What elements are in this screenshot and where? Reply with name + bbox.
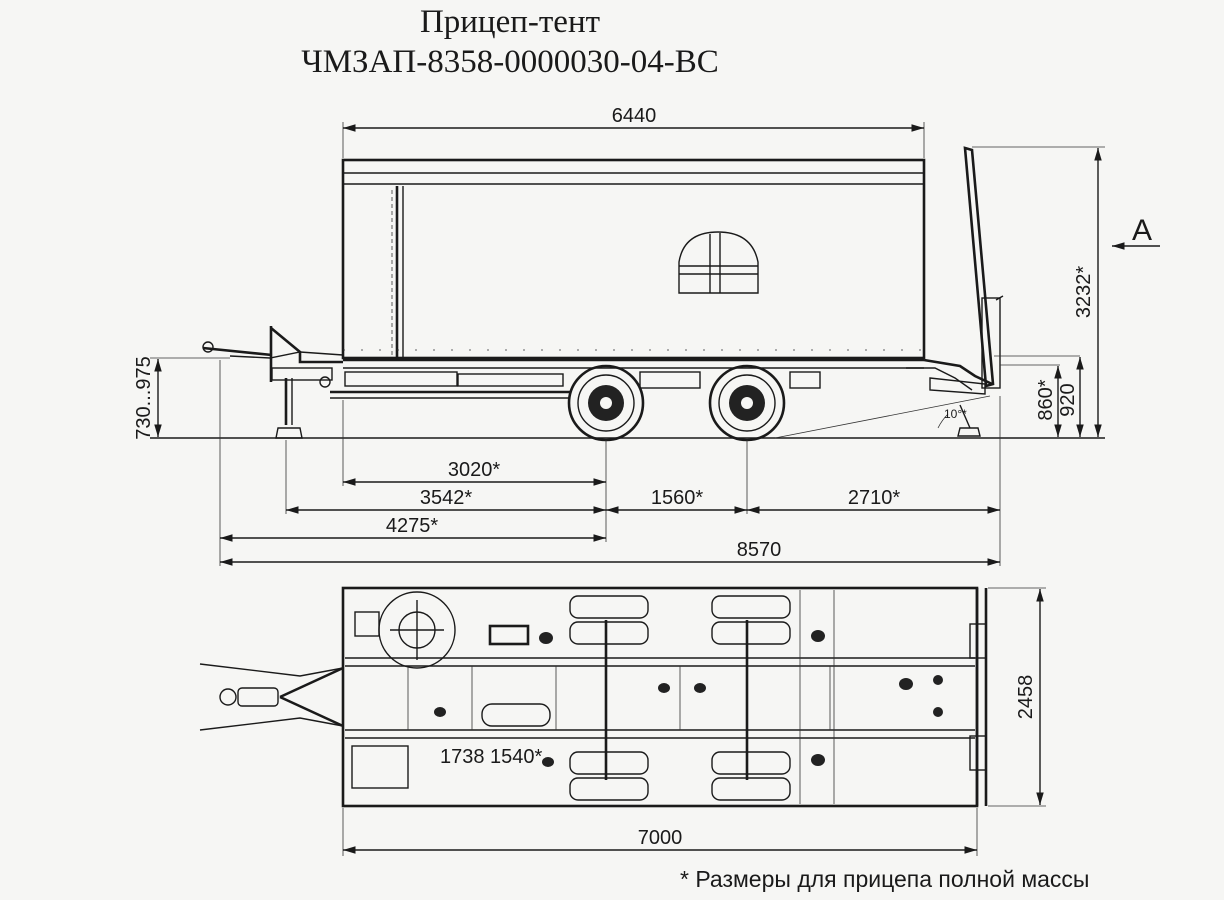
dim-overall-length: 8570 bbox=[737, 539, 782, 561]
tent-body bbox=[341, 158, 926, 360]
top-view: 1738 1540* 2458 7000 bbox=[199, 586, 1046, 856]
dim-top-length: 7000 bbox=[638, 827, 683, 849]
platform-outline bbox=[341, 586, 979, 808]
dim-wheelbase: 1560* bbox=[651, 487, 703, 509]
dim-total-height: 3232* bbox=[1073, 266, 1095, 318]
top-inner-label: 1738 1540* bbox=[440, 746, 543, 768]
side-view: 6440 3232* A 730...975 860* 920 10°* 302… bbox=[133, 105, 1160, 566]
dim-width: 2458 bbox=[1015, 675, 1037, 720]
rear-latch-left bbox=[969, 623, 987, 659]
rear-latch-right bbox=[969, 735, 987, 771]
diagram-title-line1: Прицеп-тент bbox=[419, 4, 601, 40]
axle-2-wheel bbox=[708, 364, 786, 442]
drawbar bbox=[202, 326, 344, 388]
view-label: A bbox=[1132, 214, 1152, 247]
battery-box bbox=[351, 745, 409, 789]
dim-hitch-height: 730...975 bbox=[133, 356, 155, 439]
diagram-title-line2: ЧМЗАП-8358-0000030-04-ВС bbox=[301, 44, 719, 80]
dim-rear-overhang: 2710* bbox=[848, 487, 900, 509]
dim-front-axle: 3020* bbox=[448, 459, 500, 481]
dim-ramp-angle: 10°* bbox=[944, 407, 967, 421]
top-drawbar bbox=[199, 660, 344, 734]
top-wheels bbox=[569, 595, 791, 801]
axle-1-wheel bbox=[567, 364, 645, 442]
dim-platform-height: 920 bbox=[1057, 383, 1079, 416]
chassis bbox=[330, 358, 993, 399]
front-support-leg bbox=[275, 378, 303, 439]
dim-drawbar: 4275* bbox=[386, 515, 438, 537]
side-window bbox=[678, 231, 759, 294]
loading-ramp bbox=[774, 146, 1004, 439]
air-tank bbox=[481, 703, 551, 727]
dim-platform-height-loaded: 860* bbox=[1035, 379, 1057, 420]
toolbox bbox=[488, 624, 530, 646]
dim-body-length: 6440 bbox=[612, 105, 657, 127]
footnote: * Размеры для прицепа полной массы bbox=[680, 866, 1090, 892]
dim-front-support: 3542* bbox=[420, 487, 472, 509]
